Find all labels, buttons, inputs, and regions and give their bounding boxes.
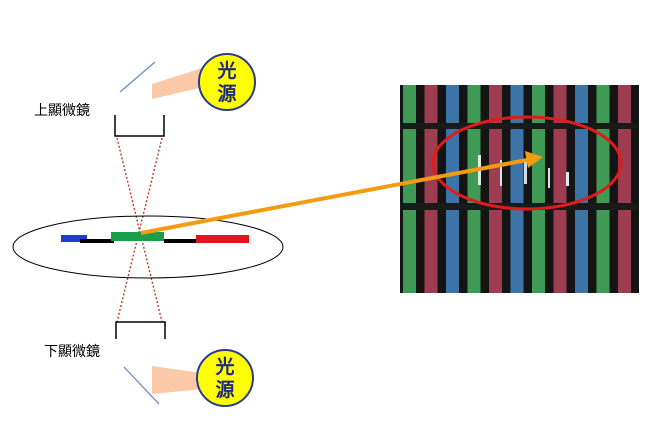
- lower-light-source: 光 源: [123, 349, 254, 407]
- pixel-red: [196, 235, 249, 243]
- defect-mark: [548, 168, 550, 188]
- black-matrix-row: [400, 203, 639, 210]
- subpixel-column: [510, 85, 524, 293]
- subpixel-columns: [403, 85, 631, 293]
- lower-light-char-1: 光: [214, 355, 234, 378]
- subpixel-column: [489, 85, 502, 293]
- pointer-arrow: [140, 151, 543, 235]
- upper-light-cone: [152, 67, 208, 99]
- black-matrix-rows: [400, 123, 639, 210]
- lower-light-cone: [152, 366, 203, 394]
- arrow-head: [525, 151, 543, 168]
- subpixel-column: [424, 85, 438, 293]
- upper-light-char-2: 源: [217, 82, 236, 105]
- upper-light-char-1: 光: [216, 59, 236, 82]
- defect-mark: [524, 162, 527, 184]
- upper-light-bulb: [198, 53, 256, 111]
- subpixel-column: [532, 85, 545, 293]
- panel-ellipse: [12, 215, 284, 279]
- upper-microscope-bracket: [114, 115, 165, 137]
- subpixel-column: [403, 85, 416, 293]
- beam-line-right: [116, 137, 163, 323]
- subpixel-column: [575, 85, 588, 293]
- beam-line-left: [116, 137, 163, 323]
- beam-lines: [116, 137, 163, 323]
- lower-light-char-2: 源: [215, 378, 234, 401]
- black-matrix-left: [80, 239, 114, 243]
- subpixel-column: [553, 85, 567, 293]
- arrow-shaft: [140, 158, 528, 235]
- lower-microscope-label: 下顯微鏡: [44, 344, 100, 360]
- lower-light-bulb: [196, 349, 254, 407]
- subpixel-column: [467, 85, 481, 293]
- black-matrix-right: [164, 239, 200, 243]
- lower-microscope-bracket: [115, 321, 166, 339]
- lower-mirror: [123, 366, 160, 405]
- highlight-ring: [431, 115, 623, 211]
- upper-light-source: 光 源: [119, 53, 256, 111]
- microscope-photo: [400, 85, 639, 293]
- black-matrix-row: [400, 123, 639, 129]
- pixel-blue: [61, 235, 87, 242]
- pixel-green: [111, 232, 164, 241]
- defect-mark: [566, 172, 569, 186]
- subpixel-column: [618, 85, 631, 293]
- upper-microscope-label: 上顯微鏡: [34, 103, 90, 119]
- upper-mirror: [119, 61, 156, 93]
- defect-mark: [500, 160, 502, 186]
- pixel-strip: [61, 232, 249, 243]
